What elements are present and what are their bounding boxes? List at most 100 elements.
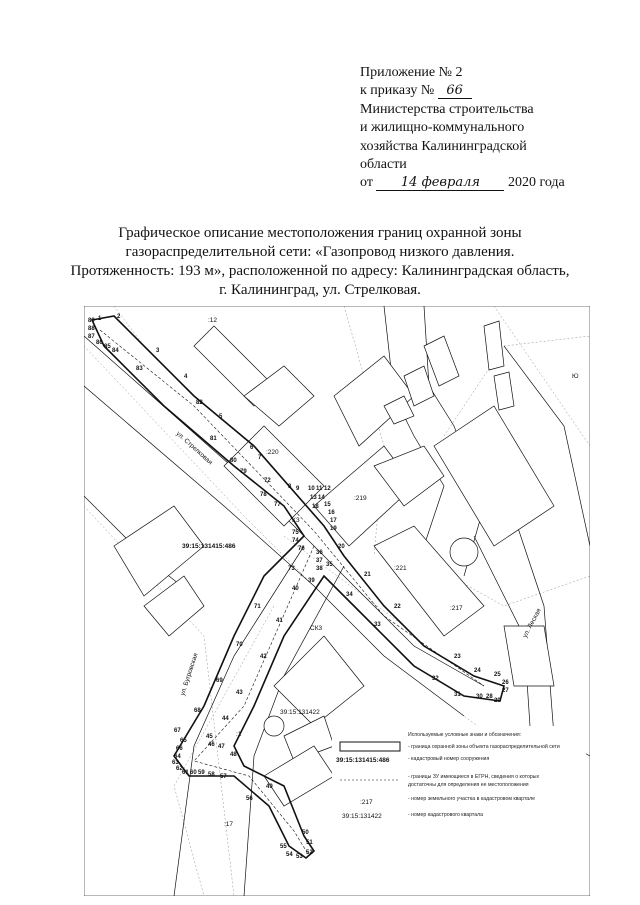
appendix-title: Приложение № 2 (360, 65, 463, 80)
point-label: 5 (219, 414, 223, 420)
cadastral-map: 89 1 2 88 87 86 85 84 3 83 4 82 5 81 6 8… (84, 306, 590, 896)
point-label: 54 (286, 852, 293, 858)
point-label: 22 (394, 604, 401, 610)
legend-sample-object: 39:15:131415:486 (336, 757, 390, 764)
garage-1 (483, 320, 505, 371)
point-label: 85 (104, 344, 111, 350)
point-label: 24 (474, 668, 481, 674)
order-prefix: к приказу № (360, 83, 435, 99)
point-label: 3 (156, 348, 160, 354)
date-handwritten: 14 февраля (376, 176, 505, 192)
point-label: 18 (312, 504, 319, 510)
point-label: 82 (196, 400, 203, 406)
point-label: 45 (206, 734, 213, 740)
point-label: 60 (190, 770, 197, 776)
ministry-line-4: области (360, 157, 407, 173)
point-label: 11 (316, 486, 323, 492)
point-label: 84 (112, 348, 119, 354)
point-label: 23 (454, 654, 461, 660)
point-label: 14 (318, 495, 325, 501)
point-label: 80 (230, 458, 237, 464)
parcel-220: :220 (266, 449, 279, 456)
date-suffix: 2020 года (507, 175, 565, 191)
point-label: 43 (236, 690, 243, 696)
parcel-219: :219 (354, 495, 367, 502)
point-label: 9 (296, 486, 300, 492)
point-label: 16 (328, 510, 335, 516)
title-line-3: Протяженность: 193 м», расположенной по … (70, 263, 570, 279)
zone-polygon (90, 315, 505, 860)
point-label: 75 (292, 530, 299, 536)
point-label: 19 (330, 526, 337, 532)
label-kz: КЗ (292, 517, 300, 524)
building-220 (223, 425, 325, 527)
point-label: 71 (254, 604, 261, 610)
point-label: 51 (306, 840, 313, 846)
point-label: 40 (292, 586, 299, 592)
point-label: 34 (346, 592, 353, 598)
point-label: 83 (136, 366, 143, 372)
point-label: 86 (96, 340, 103, 346)
point-label: 32 (432, 676, 439, 682)
point-label: 1 (98, 316, 102, 322)
point-label: 62 (176, 766, 183, 772)
date-prefix: от (360, 175, 373, 191)
point-label: 13 (310, 495, 317, 501)
point-label: 27 (502, 688, 509, 694)
building-217 (503, 625, 555, 687)
point-label: 8 (288, 484, 292, 490)
point-label: 56 (246, 796, 253, 802)
label-ck3: СК3 (310, 625, 322, 632)
point-label: 59 (198, 770, 205, 776)
point-label: 50 (302, 830, 309, 836)
point-label: 36 (316, 550, 323, 556)
point-label: 65 (180, 738, 187, 744)
point-label: 64 (174, 754, 181, 760)
title-line-2: газораспределительной сети: «Газопровод … (125, 244, 515, 260)
point-label: 89 (88, 318, 95, 324)
point-label: 4 (184, 374, 188, 380)
buildings (113, 320, 555, 807)
point-label: 37 (316, 558, 323, 564)
building-10 (143, 575, 205, 637)
point-label: 55 (280, 844, 287, 850)
point-label: 21 (364, 572, 371, 578)
point-label: 77 (274, 502, 281, 508)
point-label: 68 (194, 708, 201, 714)
point-label: 25 (494, 672, 501, 678)
point-label: 20 (338, 544, 345, 550)
round-structure-2 (263, 715, 285, 737)
point-label: 74 (292, 538, 299, 544)
order-line: к приказу № 66 (360, 82, 620, 100)
point-label: 28 (486, 694, 493, 700)
building-221 (373, 525, 485, 637)
parcel-217: :217 (450, 605, 463, 612)
order-number: 66 (437, 84, 472, 100)
point-label: 49 (266, 784, 273, 790)
garage-2 (493, 371, 515, 411)
point-label: 41 (276, 618, 283, 624)
point-label: 29 (494, 698, 501, 704)
point-label: 52 (306, 850, 313, 856)
legend-row-3b: достаточны для определения ее местополож… (408, 782, 529, 788)
point-label: 66 (176, 746, 183, 752)
title-line-4: г. Калининград, ул. Стрелковая. (219, 282, 421, 298)
legend-zone-symbol (339, 741, 401, 752)
document-title: Графическое описание местоположения гран… (60, 224, 580, 300)
point-label: 70 (236, 642, 243, 648)
point-label: 78 (260, 492, 267, 498)
point-label: 6 (250, 445, 254, 451)
point-label: 61 (182, 770, 189, 776)
point-label: 26 (502, 680, 509, 686)
legend-sample-parcel: :217 (360, 799, 373, 806)
point-label: 88 (88, 326, 95, 332)
legend-row-2: - кадастровый номер сооружения (408, 755, 489, 762)
legend-sample-quarter: 39:15:131422 (342, 813, 382, 820)
point-label: 81 (210, 436, 217, 442)
building-6 (403, 365, 435, 407)
point-label: 12 (324, 486, 331, 492)
point-label: 53 (296, 854, 303, 860)
point-label: 63 (172, 760, 179, 766)
point-label: 30 (476, 694, 483, 700)
object-number-label: 39:15:131415:486 (182, 543, 236, 550)
